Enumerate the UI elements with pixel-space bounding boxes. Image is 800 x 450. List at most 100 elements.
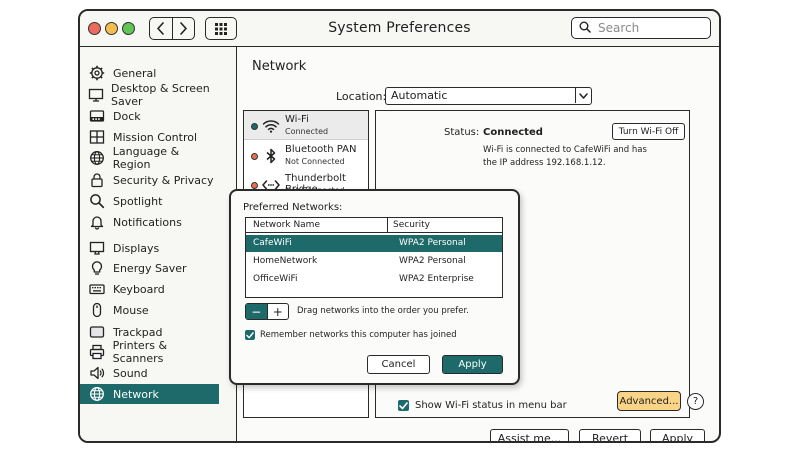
checkmark-icon bbox=[246, 331, 254, 338]
sidebar-item-label: Displays bbox=[113, 241, 160, 255]
help-button[interactable]: ? bbox=[687, 393, 704, 410]
show-wifi-status-checkbox[interactable] bbox=[398, 400, 409, 411]
forward-button[interactable] bbox=[171, 18, 195, 39]
mission-control-icon bbox=[88, 128, 106, 146]
sidebar-item-displays[interactable]: Displays bbox=[80, 238, 219, 258]
sidebar-item-network[interactable]: Network bbox=[80, 384, 219, 404]
sidebar-item-label: Security & Privacy bbox=[113, 173, 214, 187]
back-button[interactable] bbox=[150, 18, 172, 39]
grid-icon bbox=[215, 22, 227, 35]
drag-hint: Drag networks into the order you prefer. bbox=[297, 306, 469, 316]
search-input[interactable] bbox=[596, 19, 706, 37]
sidebar-item-energy-saver[interactable]: Energy Saver bbox=[80, 258, 219, 278]
sidebar-item-security-privacy[interactable]: Security & Privacy bbox=[80, 170, 219, 190]
sidebar: General Desktop & Screen Saver Dock Miss… bbox=[80, 47, 237, 441]
sidebar-item-desktop-screen-saver[interactable]: Desktop & Screen Saver bbox=[80, 82, 219, 108]
titlebar: System Preferences bbox=[80, 11, 719, 47]
security-cell: WPA2 Enterprise bbox=[399, 274, 474, 284]
assist-me-button[interactable]: Assist me... bbox=[490, 429, 569, 441]
globe-icon bbox=[88, 149, 106, 167]
sidebar-item-label: Sound bbox=[113, 366, 148, 380]
sidebar-item-mission-control[interactable]: Mission Control bbox=[80, 127, 219, 147]
advanced-button[interactable]: Advanced... bbox=[617, 391, 681, 411]
minimize-window-button[interactable] bbox=[105, 22, 118, 35]
table-row[interactable]: CafeWiFi WPA2 Personal bbox=[246, 235, 502, 252]
service-name: Bluetooth PAN bbox=[285, 144, 357, 155]
sidebar-item-label: Mouse bbox=[113, 303, 149, 317]
sidebar-item-mouse[interactable]: Mouse bbox=[80, 300, 219, 320]
network-name-cell: HomeNetwork bbox=[253, 256, 318, 266]
sidebar-item-general[interactable]: General bbox=[80, 63, 219, 83]
dialog-cancel-button[interactable]: Cancel bbox=[367, 355, 430, 374]
apply-button[interactable]: Apply bbox=[650, 429, 705, 441]
security-cell: WPA2 Personal bbox=[399, 238, 466, 248]
sidebar-item-notifications[interactable]: Notifications bbox=[80, 212, 219, 232]
sidebar-item-label: Trackpad bbox=[113, 325, 163, 339]
service-status: Not Connected bbox=[285, 157, 345, 166]
location-select[interactable]: Automatic bbox=[385, 87, 592, 105]
dock-icon bbox=[88, 107, 106, 125]
sidebar-item-label: Keyboard bbox=[113, 282, 165, 296]
window-title: System Preferences bbox=[328, 20, 471, 36]
sidebar-item-language-region[interactable]: Language & Region bbox=[80, 145, 219, 171]
monitor-icon bbox=[88, 86, 104, 104]
wifi-icon bbox=[262, 117, 280, 135]
show-all-button[interactable] bbox=[205, 17, 237, 40]
printer-icon bbox=[88, 343, 106, 361]
sidebar-item-label: General bbox=[113, 66, 157, 80]
zoom-window-button[interactable] bbox=[122, 22, 135, 35]
column-header-security[interactable]: Security bbox=[393, 220, 430, 230]
add-network-button[interactable]: + bbox=[266, 304, 289, 319]
dialog-apply-button[interactable]: Apply bbox=[442, 355, 503, 374]
table-header: Network Name Security bbox=[246, 218, 502, 233]
trackpad-icon bbox=[88, 323, 106, 341]
preferred-networks-dialog: Preferred Networks: Network Name Securit… bbox=[229, 189, 520, 385]
service-item-wifi[interactable]: Wi-Fi Connected bbox=[244, 111, 368, 140]
remember-networks-option[interactable]: Remember networks this computer has join… bbox=[245, 330, 457, 340]
sidebar-item-label: Notifications bbox=[113, 215, 182, 229]
service-item-bluetooth-pan[interactable]: Bluetooth PAN Not Connected bbox=[244, 141, 368, 170]
sidebar-item-trackpad[interactable]: Trackpad bbox=[80, 322, 219, 342]
mouse-icon bbox=[88, 301, 106, 319]
sidebar-item-label: Energy Saver bbox=[113, 261, 187, 275]
service-status: Connected bbox=[285, 127, 329, 136]
table-row[interactable]: HomeNetwork WPA2 Personal bbox=[246, 253, 502, 270]
network-name-cell: OfficeWiFi bbox=[253, 274, 298, 284]
search-icon bbox=[579, 21, 591, 33]
sidebar-item-label: Spotlight bbox=[113, 194, 163, 208]
search-box[interactable] bbox=[571, 17, 711, 39]
security-cell: WPA2 Personal bbox=[399, 256, 466, 266]
sidebar-item-printers-scanners[interactable]: Printers & Scanners bbox=[80, 339, 219, 365]
status-dot bbox=[251, 153, 258, 160]
column-divider bbox=[387, 218, 389, 233]
location-value: Automatic bbox=[391, 89, 448, 102]
add-remove-buttons: − + bbox=[245, 303, 289, 320]
revert-button[interactable]: Revert bbox=[579, 429, 641, 441]
pane-title: Network bbox=[252, 59, 307, 74]
status-label: Status: bbox=[444, 127, 480, 138]
bulb-icon bbox=[88, 259, 106, 277]
keyboard-icon bbox=[88, 280, 106, 298]
status-description: Wi-Fi is connected to CafeWiFi and has t… bbox=[483, 145, 647, 168]
sidebar-item-label: Dock bbox=[113, 109, 141, 123]
sidebar-item-label: Printers & Scanners bbox=[112, 339, 168, 365]
sidebar-item-sound[interactable]: Sound bbox=[80, 363, 219, 383]
search-icon bbox=[88, 192, 106, 210]
gear-icon bbox=[88, 64, 106, 82]
status-dot bbox=[251, 182, 258, 189]
sidebar-item-dock[interactable]: Dock bbox=[80, 106, 219, 126]
globe-icon bbox=[88, 385, 106, 403]
sidebar-item-keyboard[interactable]: Keyboard bbox=[80, 279, 219, 299]
nav-buttons bbox=[149, 17, 195, 40]
close-window-button[interactable] bbox=[88, 22, 101, 35]
chevron-right-icon bbox=[179, 22, 187, 35]
service-name: Wi-Fi bbox=[285, 114, 309, 125]
table-row[interactable]: OfficeWiFi WPA2 Enterprise bbox=[246, 271, 502, 288]
sidebar-item-spotlight[interactable]: Spotlight bbox=[80, 191, 219, 211]
column-header-network-name[interactable]: Network Name bbox=[253, 220, 320, 230]
turn-wifi-off-button[interactable]: Turn Wi-Fi Off bbox=[612, 123, 685, 140]
show-wifi-status-option[interactable]: Show Wi-Fi status in menu bar bbox=[398, 400, 567, 411]
remove-network-button[interactable]: − bbox=[246, 304, 267, 319]
remember-networks-checkbox[interactable] bbox=[245, 330, 255, 340]
sidebar-item-label: Language & Region bbox=[112, 145, 180, 171]
